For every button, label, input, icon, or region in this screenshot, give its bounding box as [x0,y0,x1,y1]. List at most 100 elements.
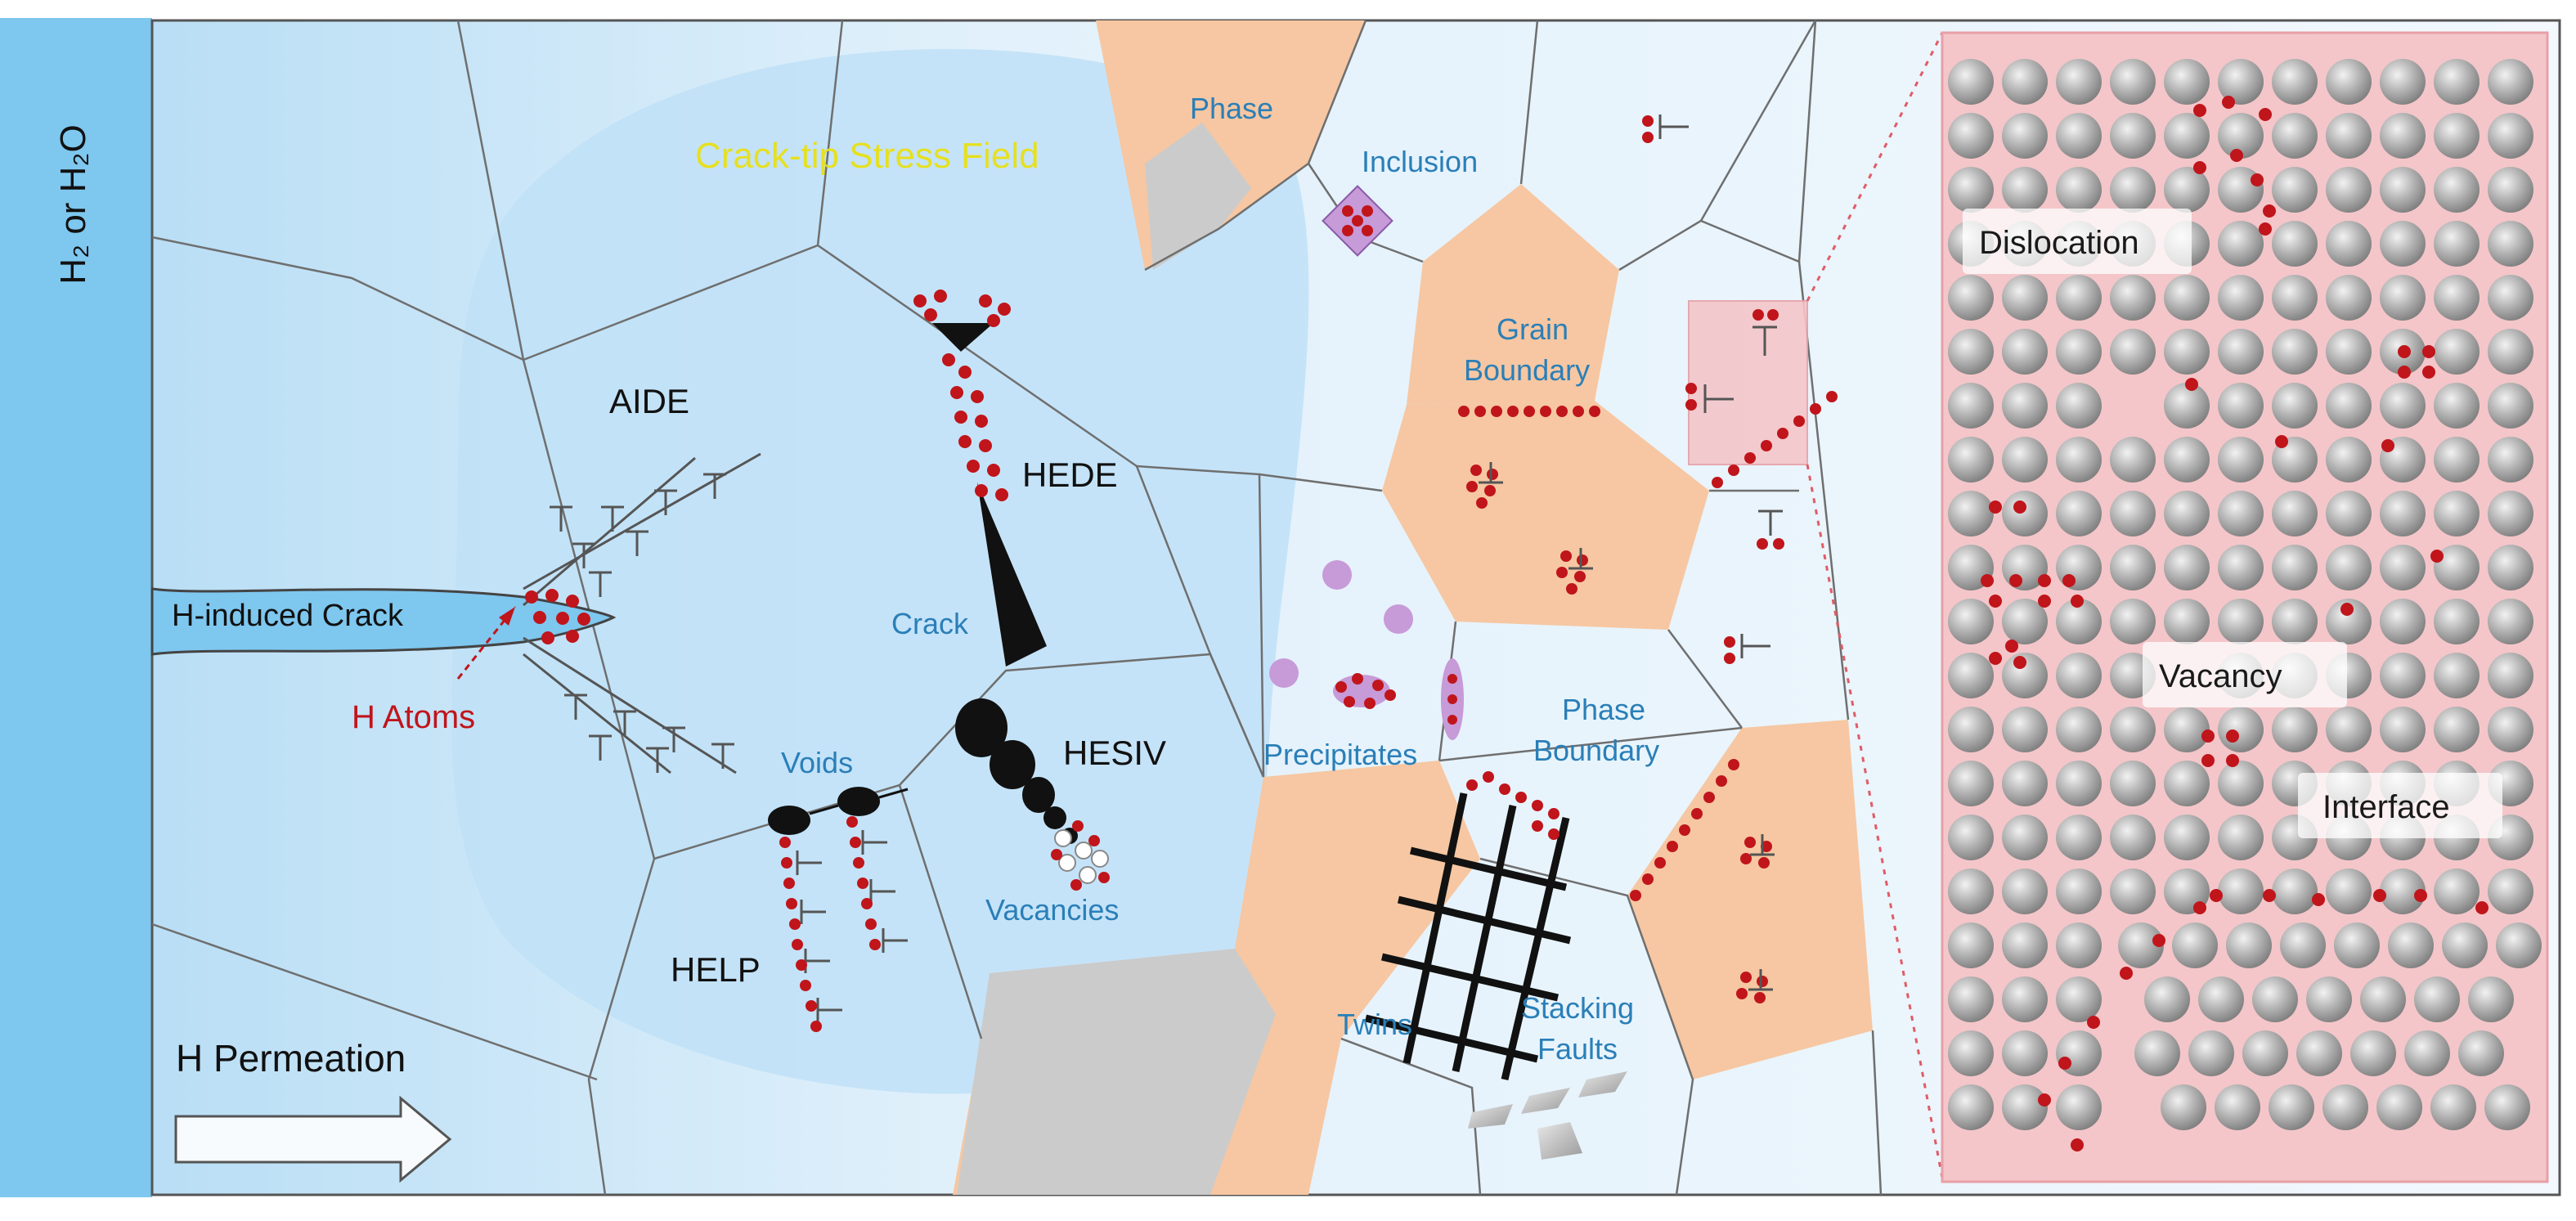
lattice-atom [2056,653,2102,698]
lattice-atom [2458,1030,2504,1076]
lattice-atom [2056,1030,2102,1076]
lattice-atom [2218,491,2264,536]
lattice-atom [2272,113,2318,159]
vacancy-label-bg [2143,642,2347,707]
lattice-atom [2164,329,2210,375]
phase-boundary-label-2: Boundary [1533,734,1659,767]
lattice-h-atom [2381,439,2394,452]
lattice-atom [2056,815,2102,860]
lattice-atom [1948,383,1994,429]
h-induced-crack-label: H-induced Crack [172,599,404,633]
lattice-h-atom [2071,1138,2084,1151]
lattice-atom [2434,275,2480,321]
hesiv-label: HESIV [1063,734,1166,772]
lattice-h-atom [2193,901,2206,914]
voids-label: Voids [781,746,853,779]
lattice-atom [2110,869,2156,914]
lattice-atom [2002,976,2048,1022]
lattice-atom [2218,761,2264,806]
interface-label-bg [2298,773,2502,838]
lattice-atom [2376,1084,2422,1130]
lattice-atom [2334,922,2380,968]
lattice-atom [2488,329,2533,375]
lattice-atom [2218,545,2264,590]
lattice-atom [2056,491,2102,536]
lattice-atom [2056,167,2102,213]
lattice-atom [2388,922,2434,968]
lattice-atom [2056,707,2102,752]
lattice-atom [2306,976,2352,1022]
lattice-atom [2218,113,2264,159]
lattice-h-atom [2087,1016,2100,1029]
side-label: H₂ or H₂O [53,124,93,285]
lattice-atom [2326,167,2372,213]
help-dislocations [796,830,908,1022]
lattice-atom [2056,599,2102,644]
lattice-atom [2434,329,2480,375]
lattice-atom [2218,221,2264,267]
lattice-h-atom [2398,366,2411,379]
lattice-atom [2414,976,2460,1022]
lattice-h-atom [2120,967,2133,980]
lattice-atom [2164,761,2210,806]
lattice-atom [2380,221,2426,267]
lattice-atom [2110,275,2156,321]
lattice-atom [2110,113,2156,159]
h-permeation-label: H Permeation [176,1037,406,1080]
h-atoms-label: H Atoms [352,699,475,735]
phase-label: Phase [1190,92,1273,125]
lattice-atom [2272,599,2318,644]
lattice-atom [2218,329,2264,375]
lattice-h-atom [2038,595,2051,608]
zoom-lines [1806,32,1944,1178]
help-voids [768,787,909,835]
lattice-h-atom [2071,595,2084,608]
lattice-atom [1948,922,1994,968]
lattice-h-atom [1981,574,1994,587]
lattice-atom [2380,113,2426,159]
lattice-atom [2488,113,2533,159]
dislocation-label-bg [1963,209,2192,274]
lattice-atom [2002,491,2048,536]
crack-label: Crack [891,607,969,640]
lattice-h-atom [2312,893,2325,906]
lattice-atom [2218,383,2264,429]
lattice-atom [2380,707,2426,752]
lattice-atom [2002,1084,2048,1130]
lattice-h-atom [2222,96,2235,109]
lattice-h-atom [1989,652,2002,665]
hede-triple-point [932,323,994,352]
lattice-atom [2002,113,2048,159]
lattice-atom [2002,59,2048,105]
lattice-atom [2164,815,2210,860]
lattice-atom [2002,653,2048,698]
lattice-atom [2218,275,2264,321]
lattice-atom [2218,815,2264,860]
lattice-atom [2488,221,2533,267]
lattice-atom [2164,113,2210,159]
lattice-atom [2110,815,2156,860]
lattice-atom [1948,491,1994,536]
lattice-h-atom [2259,222,2272,236]
lattice-atom [2380,491,2426,536]
hede-crack-wedge [977,483,1047,667]
lattice-atom [2002,167,2048,213]
lattice-h-atom [2193,104,2206,117]
lattice-atom [2326,491,2372,536]
lattice-atom [2488,491,2533,536]
lattice-atom [2226,922,2272,968]
lattice-atom [2056,329,2102,375]
twins-label: Twins [1337,1008,1412,1041]
lattice-atom [2326,329,2372,375]
lattice-atom [1948,437,1994,483]
lattice-h-atom [2038,574,2051,587]
lattice-h-atom [2251,173,2264,186]
lattice-atom [2002,815,2048,860]
lattice-atom [2326,383,2372,429]
lattice-atom [2218,59,2264,105]
lattice-atom [2110,707,2156,752]
lattice-atom [2434,491,2480,536]
stacking-faults-label-2: Faults [1537,1032,1618,1066]
help-label: HELP [671,950,761,989]
lattice-atom [2002,329,2048,375]
